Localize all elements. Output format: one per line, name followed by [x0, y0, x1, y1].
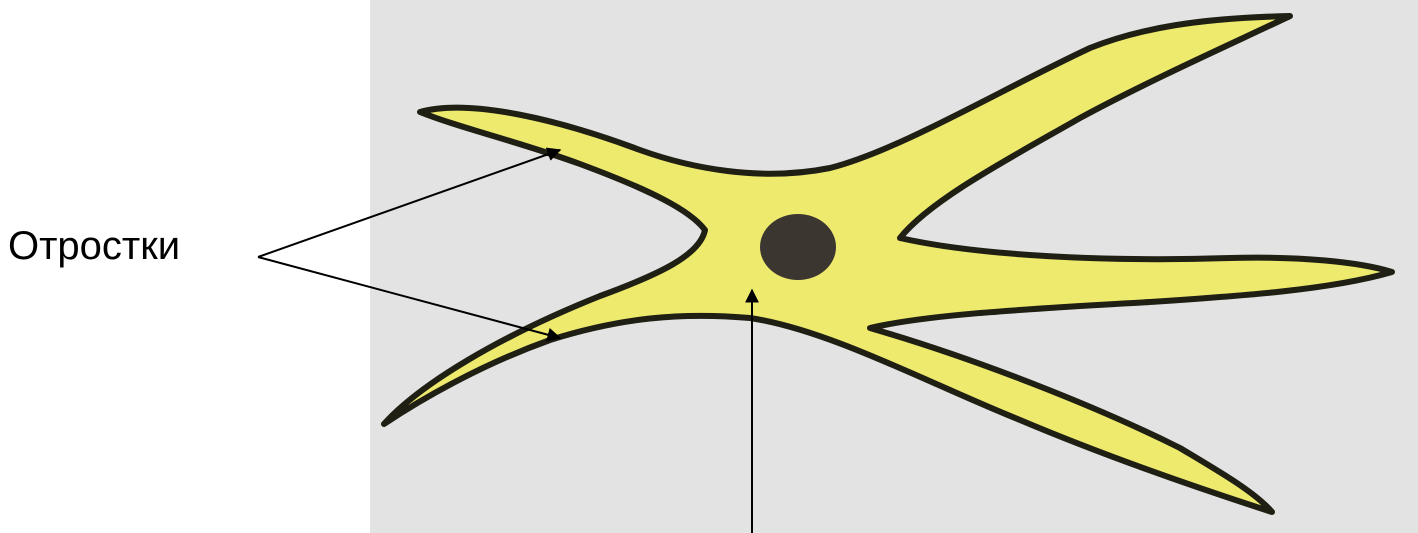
nucleus — [760, 214, 836, 280]
processes-label: Отростки — [8, 226, 180, 266]
